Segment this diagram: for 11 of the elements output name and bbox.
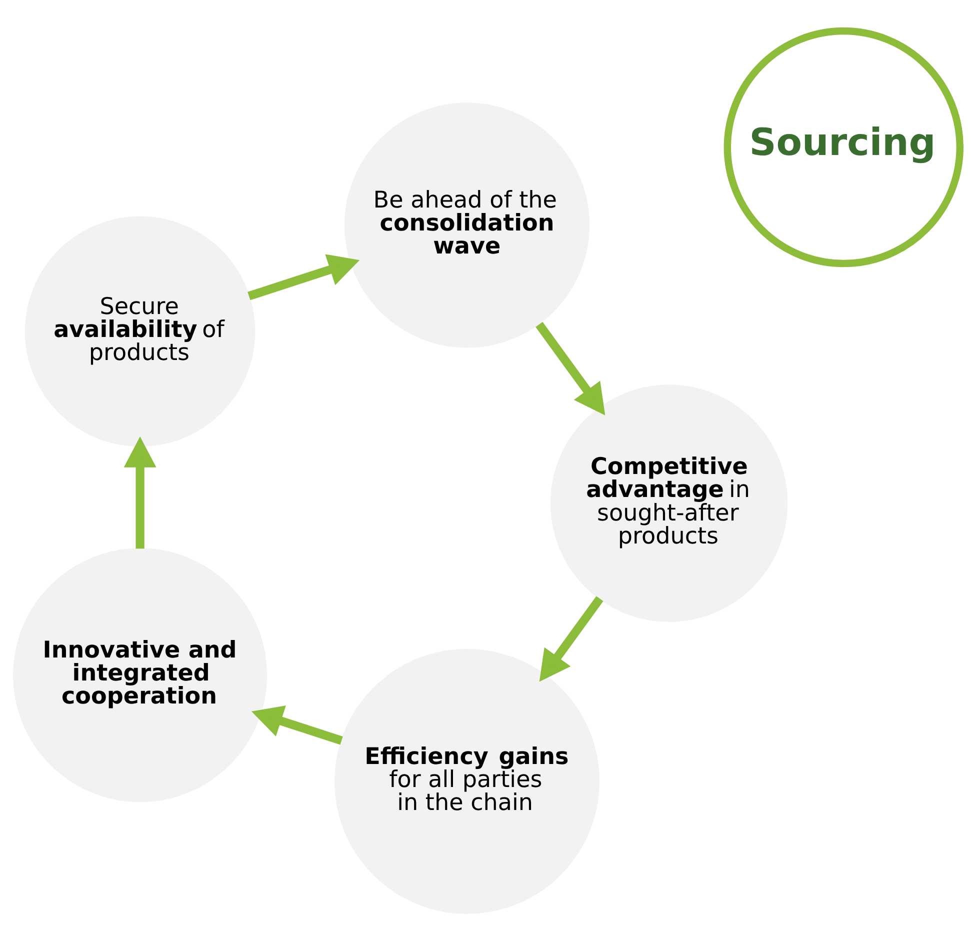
node-circle: Efficiency gains for all parties in the chain bbox=[334, 648, 600, 914]
arrow bbox=[536, 321, 606, 415]
arrow bbox=[248, 254, 360, 300]
node-circle: Competitive advantage in sought-after products bbox=[550, 384, 788, 622]
node-circle: Secure availability of products bbox=[24, 216, 256, 446]
arrow bbox=[539, 596, 604, 682]
arrow bbox=[124, 436, 156, 548]
node-circle: Innovative and integrated cooperation bbox=[13, 548, 268, 802]
arrow bbox=[252, 705, 343, 744]
node-circle: Sourcing bbox=[724, 26, 964, 267]
node-circle: Be ahead of the consolidation wave bbox=[344, 102, 590, 348]
